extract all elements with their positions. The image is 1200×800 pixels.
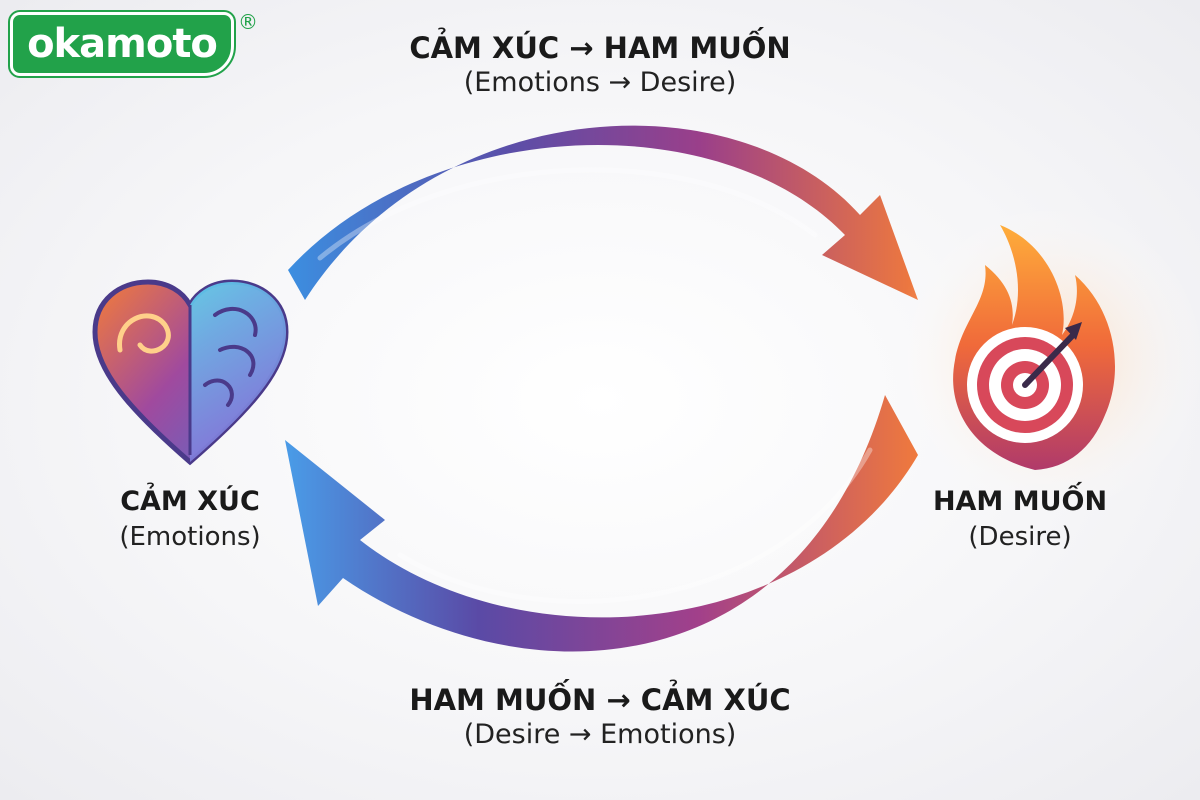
heart-brain-icon: [92, 279, 289, 466]
bottom-flow-subtitle: (Desire → Emotions): [463, 719, 737, 750]
bottom-flow-label: HAM MUỐN → CẢM XÚC (Desire → Emotions): [300, 682, 900, 752]
okamoto-logo[interactable]: okamoto: [8, 10, 236, 78]
flame-target-icon: [885, 200, 1200, 520]
registered-mark: ®: [238, 10, 258, 34]
top-flow-label: CẢM XÚC → HAM MUỐN (Emotions → Desire): [300, 30, 900, 100]
desire-title: HAM MUỐN: [932, 486, 1108, 517]
top-flow-subtitle: (Emotions → Desire): [463, 67, 737, 98]
desire-node-label: HAM MUỐN (Desire): [890, 484, 1150, 554]
logo-text: okamoto: [27, 21, 218, 67]
emotions-node-label: CẢM XÚC (Emotions): [60, 484, 320, 554]
arrow-emotions-to-desire: [288, 125, 918, 301]
emotions-subtitle: (Emotions): [119, 522, 261, 552]
top-flow-title: CẢM XÚC → HAM MUỐN: [409, 31, 791, 65]
emotions-title: CẢM XÚC: [120, 486, 260, 517]
arrow-desire-to-emotions: [285, 395, 918, 652]
desire-subtitle: (Desire): [968, 522, 1072, 552]
bottom-flow-title: HAM MUỐN → CẢM XÚC: [409, 683, 791, 717]
